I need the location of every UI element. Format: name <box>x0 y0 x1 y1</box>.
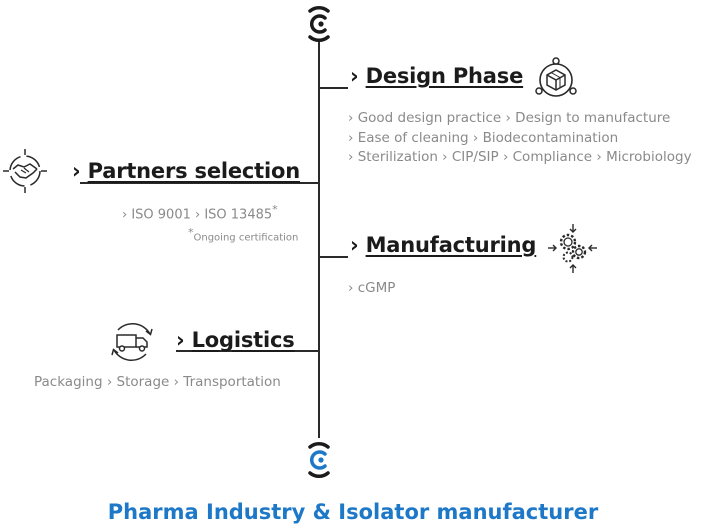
partners-certification-note: *Ongoing certification <box>188 226 298 243</box>
design-phase-prefix: › <box>350 64 359 88</box>
logistics-line: Packaging › Storage › Transportation <box>34 374 281 390</box>
manufacturing-heading: › Manufacturing <box>350 233 536 257</box>
logistics-title: Logistics <box>191 328 295 352</box>
partners-standards-text: › ISO 9001 › ISO 13485 <box>122 207 273 223</box>
design-phase-line: › Good design practice › Design to manuf… <box>348 110 671 126</box>
design-phase-line: › Ease of cleaning › Biodecontamination <box>348 129 619 146</box>
brand-logo-bottom-icon <box>308 442 330 478</box>
partners-selection-heading: › Partners selection <box>72 159 300 183</box>
manufacturing-title: Manufacturing <box>365 233 537 257</box>
footer-caption: Pharma Industry & Isolator manufacturer <box>0 500 706 524</box>
manufacturing-details: › cGMP <box>348 279 395 299</box>
logistics-details: Packaging › Storage › Transportation <box>34 373 281 393</box>
note-text: Ongoing certification <box>193 232 299 244</box>
design-phase-title: Design Phase <box>365 64 524 88</box>
delivery-truck-icon <box>111 323 153 361</box>
gears-icon <box>548 224 597 273</box>
design-phase-line: › Sterilization › CIP/SIP › Compliance ›… <box>348 149 692 165</box>
footer-amp: & <box>312 500 331 524</box>
cube-network-icon <box>535 57 577 97</box>
footer-right: Isolator manufacturer <box>338 500 599 524</box>
partners-standards: › ISO 9001 › ISO 13485* <box>122 200 278 225</box>
design-phase-details: › Good design practice › Design to manuf… <box>348 109 692 168</box>
footer-left: Pharma Industry <box>107 500 306 524</box>
connector-manufacturing <box>318 256 348 258</box>
connector-partners <box>80 182 319 184</box>
brand-logo-top-icon <box>308 6 330 42</box>
partners-standards-asterisk: * <box>272 203 278 216</box>
timeline-axis <box>318 40 320 438</box>
design-phase-heading: › Design Phase <box>350 64 523 88</box>
note-asterisk: * <box>188 226 194 239</box>
connector-design <box>318 87 348 89</box>
logistics-heading: › Logistics <box>176 328 295 352</box>
partners-selection-prefix: › <box>72 159 81 183</box>
logistics-prefix: › <box>176 328 185 352</box>
handshake-icon <box>3 149 47 193</box>
partners-selection-title: Partners selection <box>87 159 301 183</box>
manufacturing-line: › cGMP <box>348 280 396 296</box>
connector-logistics <box>176 350 319 352</box>
manufacturing-prefix: › <box>350 233 359 257</box>
